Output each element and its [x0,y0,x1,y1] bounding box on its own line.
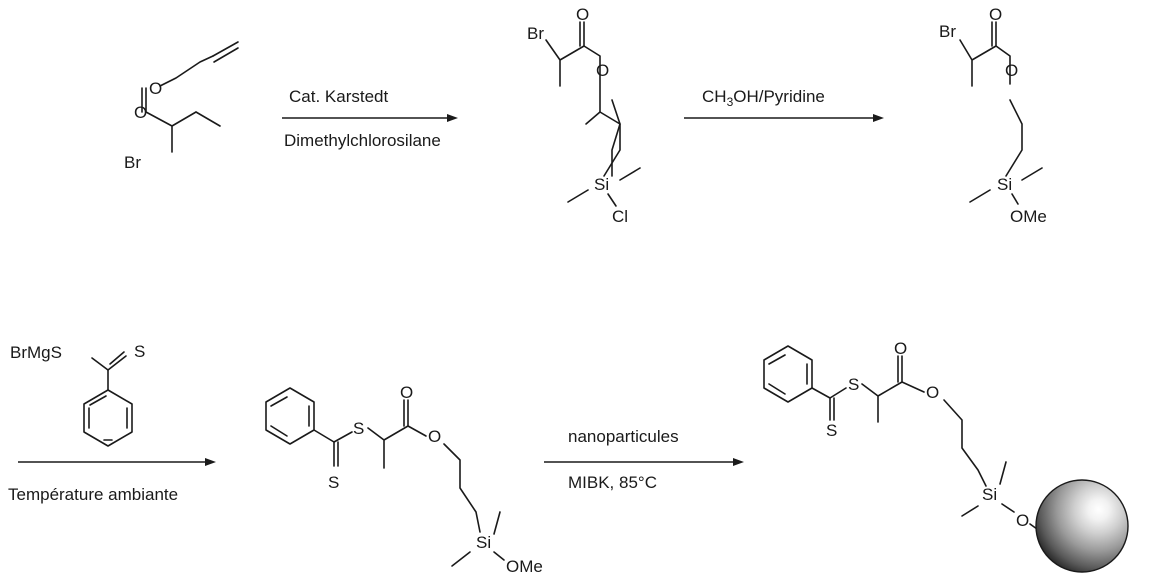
carbonyl-oxygen-label: O [894,339,907,358]
grafted-nanoparticle-molecule: S S O O Si O [763,339,1129,573]
step4-reagent-bottom: MIBK, 85°C [568,473,657,492]
siloxane-oxygen-label: O [1016,511,1029,530]
chlorosilane-intermediate-molecule: Br O O Si Cl [527,5,641,226]
ester-oxygen-label: O [926,383,939,402]
methoxy-label: OMe [1010,207,1047,226]
methoxysilane-intermediate-molecule: Br O O Si OMe [939,5,1047,226]
ester-oxygen-label: O [596,61,609,80]
step1-reagent-bottom: Dimethylchlorosilane [284,131,441,150]
ester-oxygen-label: O [1005,61,1018,80]
bromine-label: Br [939,22,956,41]
thioether-sulfur-label: S [353,419,364,438]
nanoparticle-sphere [1035,479,1129,573]
silicon-label: Si [982,485,997,504]
ester-oxygen-label: O [149,79,162,98]
allyl-bromopropionate-molecule: O O Br [124,41,239,172]
carbonyl-oxygen-label: O [576,5,589,24]
step3-reagent-bottom: Température ambiante [8,485,178,504]
silicon-label: Si [997,175,1012,194]
step4-reagent-top: nanoparticules [568,427,679,446]
thione-sulfur-label: S [134,342,145,361]
grignard-dithiobenzoate-reagent: BrMgS S [10,342,145,447]
reaction-step-1: Cat. Karstedt Dimethylchlorosilane [282,87,458,150]
reaction-step-3: Température ambiante [8,458,216,504]
silicon-label: Si [476,533,491,552]
step2-reagent-top: CH3OH/Pyridine [702,87,825,109]
silicon-label: Si [594,175,609,194]
thione-sulfur-label: S [826,421,837,440]
carbonyl-oxygen-label: O [134,103,147,122]
reaction-step-4: nanoparticules MIBK, 85°C [544,427,744,492]
bromine-label: Br [527,24,544,43]
step1-reagent-top: Cat. Karstedt [289,87,388,106]
reaction-step-2: CH3OH/Pyridine [684,87,884,122]
methoxy-label: OMe [506,557,543,576]
chlorine-label: Cl [612,207,628,226]
raft-methoxysilane-molecule: S S O O Si OMe [265,383,543,576]
grignard-label: BrMgS [10,343,62,362]
carbonyl-oxygen-label: O [400,383,413,402]
carbonyl-oxygen-label: O [989,5,1002,24]
thione-sulfur-label: S [328,473,339,492]
bromine-label: Br [124,153,141,172]
ester-oxygen-label: O [428,427,441,446]
thioether-sulfur-label: S [848,375,859,394]
